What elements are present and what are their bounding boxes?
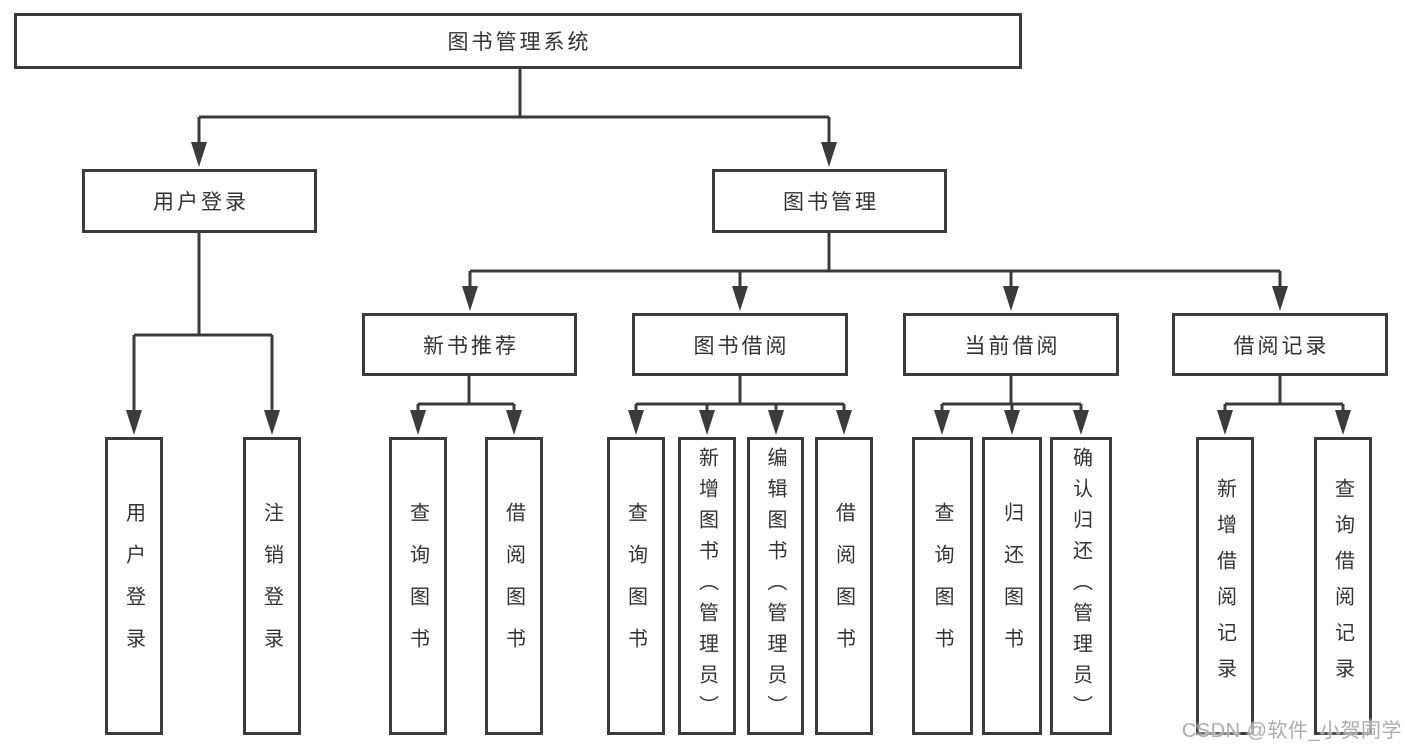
leaf-query-books-current-label: 查询图书 (931, 502, 953, 670)
leaf-logout-label: 注销登录 (260, 502, 283, 670)
leaf-borrow-books-recommend: 借阅图书 (485, 437, 543, 735)
node-borrow-records-label: 借阅记录 (1233, 334, 1330, 358)
csdn-watermark: CSDN @软件_小贺同学 (1181, 720, 1402, 742)
leaf-return-books: 归还图书 (982, 437, 1042, 735)
leaf-query-books-borrow: 查询图书 (607, 437, 665, 735)
leaf-add-book-admin-label: 新增图书（管理员） (695, 446, 718, 726)
leaf-add-borrow-record-label: 新增借阅记录 (1213, 478, 1236, 694)
leaf-user-login: 用户登录 (105, 437, 163, 735)
leaf-return-books-label: 归还图书 (1000, 502, 1023, 670)
node-user-login: 用户登录 (82, 169, 317, 233)
node-user-login-label: 用户登录 (153, 191, 249, 214)
node-root-label: 图书管理系统 (447, 31, 592, 54)
node-new-book-recommend-label: 新书推荐 (423, 334, 519, 358)
leaf-borrow-books-2-label: 借阅图书 (832, 502, 855, 670)
leaf-query-books-borrow-label: 查询图书 (624, 502, 647, 670)
leaf-user-login-label: 用户登录 (122, 502, 145, 670)
leaf-logout: 注销登录 (243, 437, 301, 735)
node-book-borrow: 图书借阅 (632, 313, 848, 376)
leaf-add-borrow-record: 新增借阅记录 (1196, 437, 1254, 735)
leaf-query-books-current: 查询图书 (912, 437, 973, 735)
leaf-add-book-admin: 新增图书（管理员） (678, 437, 736, 735)
leaf-confirm-return-admin-label: 确认归还（管理员） (1069, 446, 1092, 726)
node-borrow-records: 借阅记录 (1172, 313, 1388, 376)
node-book-management-label: 图书管理 (783, 191, 879, 214)
node-root: 图书管理系统 (14, 13, 1022, 69)
node-book-management: 图书管理 (712, 169, 947, 233)
node-new-book-recommend: 新书推荐 (362, 313, 577, 376)
leaf-edit-book-admin-label: 编辑图书（管理员） (764, 446, 786, 726)
leaf-query-borrow-record-label: 查询借阅记录 (1331, 478, 1354, 694)
node-current-borrow: 当前借阅 (903, 313, 1119, 376)
node-current-borrow-label: 当前借阅 (964, 334, 1061, 358)
leaf-edit-book-admin: 编辑图书（管理员） (747, 437, 804, 735)
leaf-borrow-books-2: 借阅图书 (815, 437, 873, 735)
node-book-borrow-label: 图书借阅 (693, 334, 790, 358)
leaf-confirm-return-admin: 确认归还（管理员） (1050, 437, 1112, 735)
leaf-query-borrow-record: 查询借阅记录 (1314, 437, 1372, 735)
leaf-borrow-books-recommend-label: 借阅图书 (502, 502, 525, 670)
leaf-query-books-recommend-label: 查询图书 (406, 502, 429, 670)
leaf-query-books-recommend: 查询图书 (389, 437, 447, 735)
